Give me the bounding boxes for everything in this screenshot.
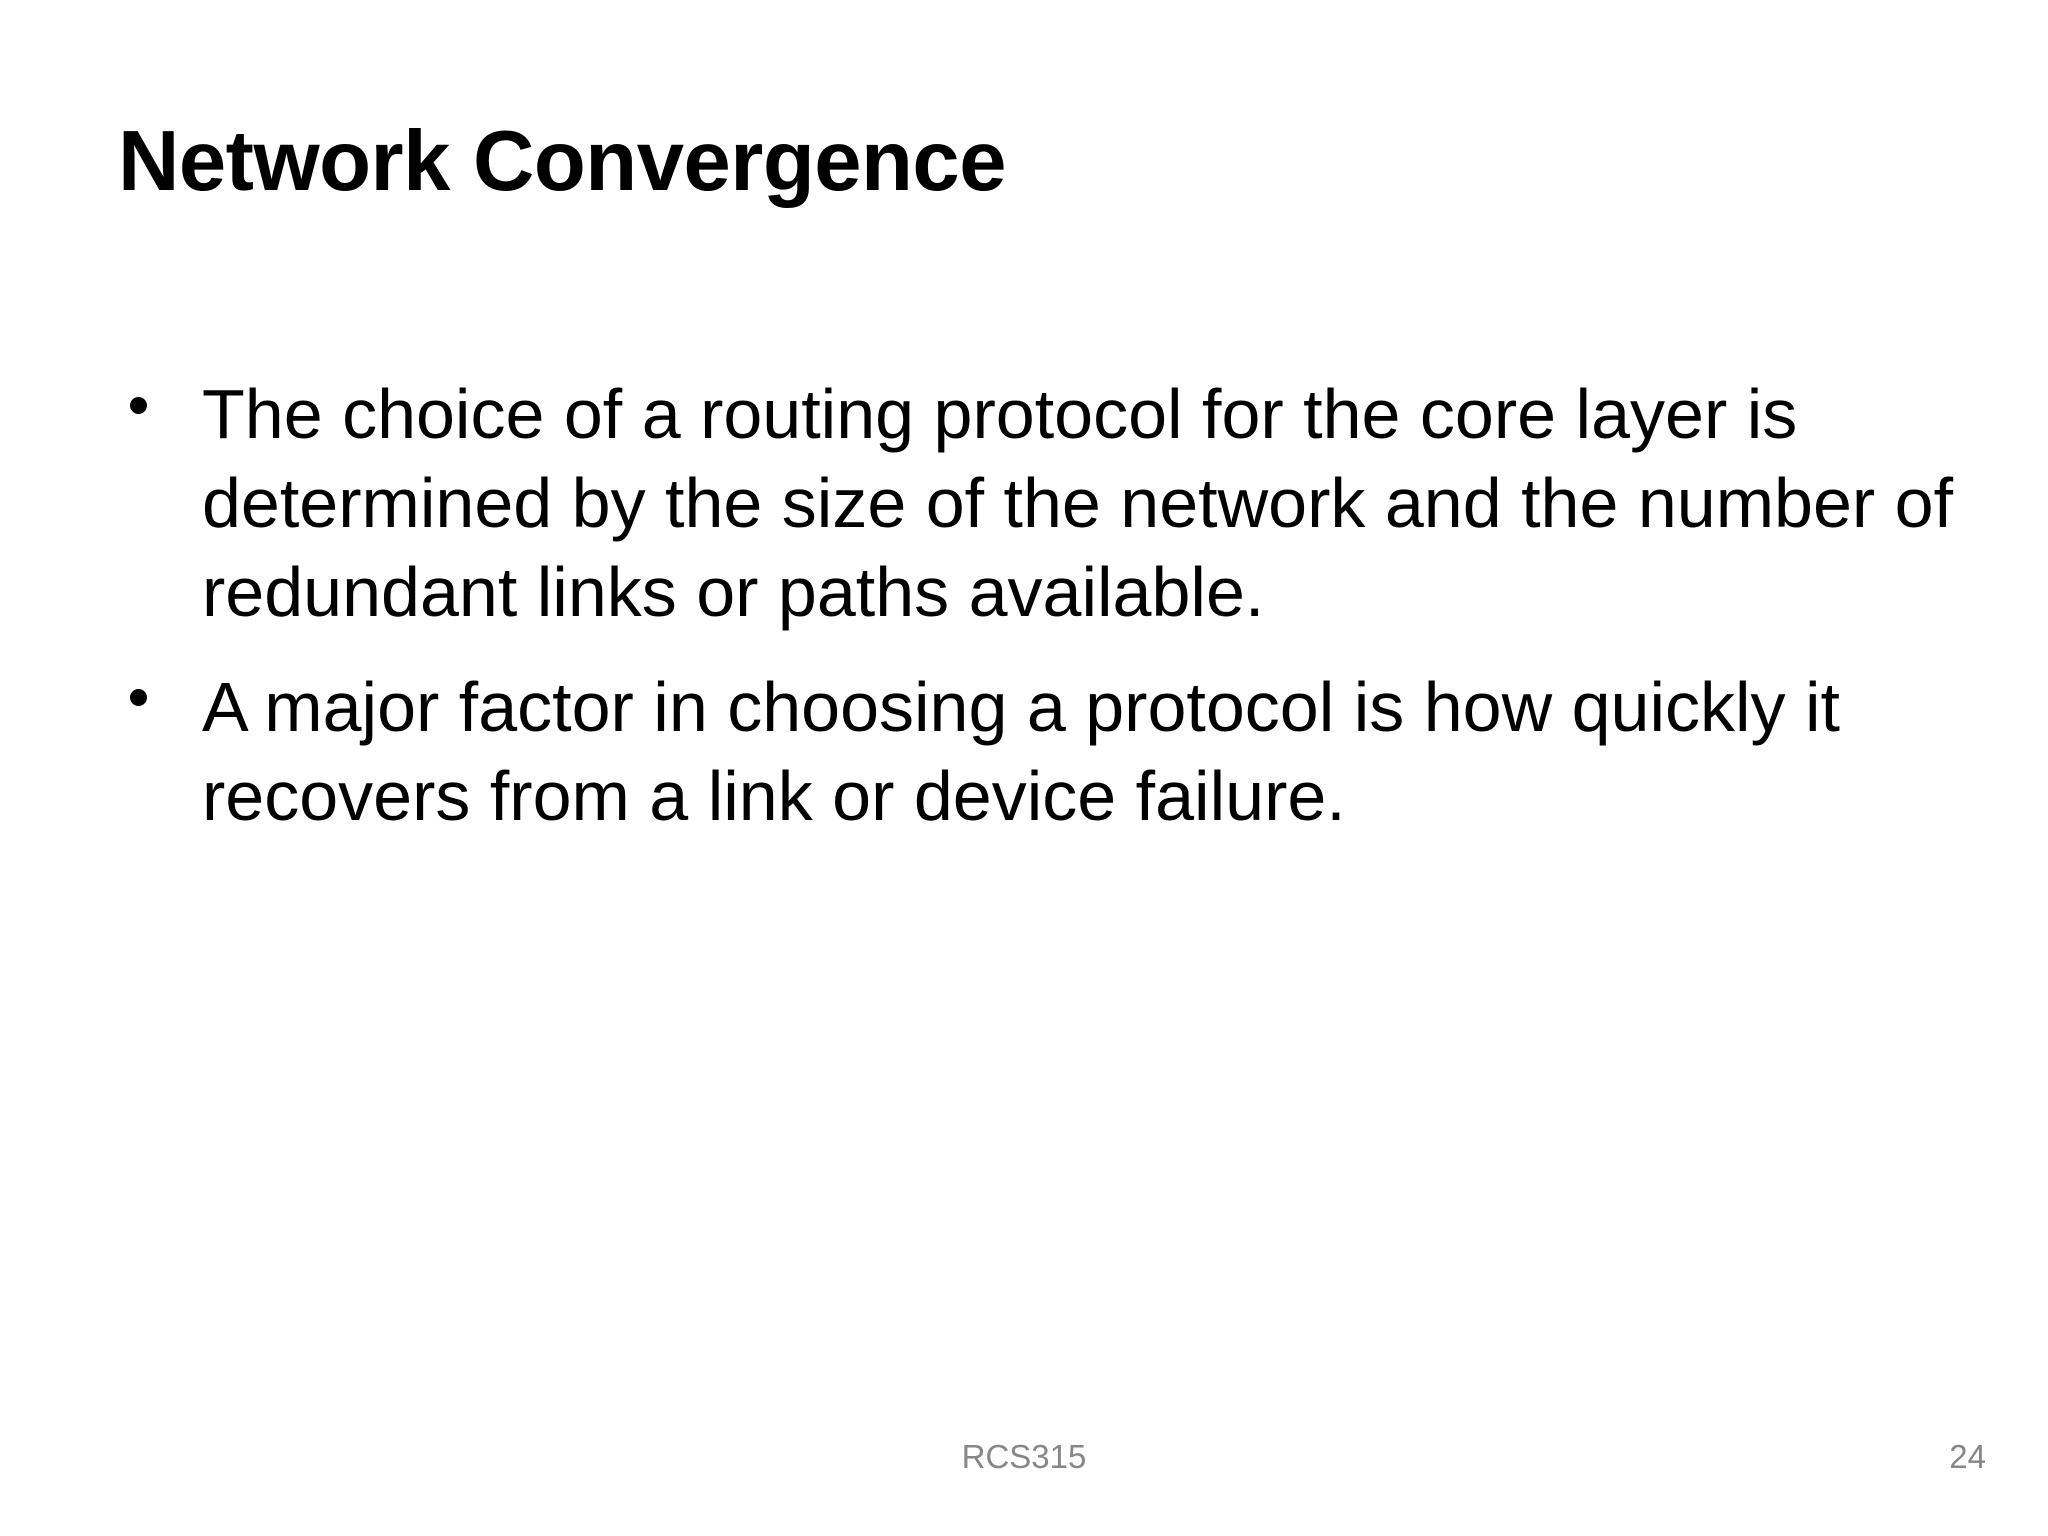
list-item-text: A major factor in choosing a protocol is… [202, 667, 1840, 835]
bullet-dot-icon [130, 396, 147, 414]
list-item-text: The choice of a routing protocol for the… [202, 375, 1954, 631]
bullet-dot-icon [130, 689, 147, 707]
list-item: A major factor in choosing a protocol is… [112, 663, 1972, 841]
list-item: The choice of a routing protocol for the… [112, 370, 1972, 637]
page-title: Network Convergence [118, 114, 1006, 209]
slide-body: The choice of a routing protocol for the… [112, 370, 1972, 866]
slide-footer: RCS315 24 [0, 1438, 2048, 1508]
footer-page-number: 24 [1949, 1438, 1986, 1475]
footer-course-code: RCS315 [961, 1438, 1087, 1475]
